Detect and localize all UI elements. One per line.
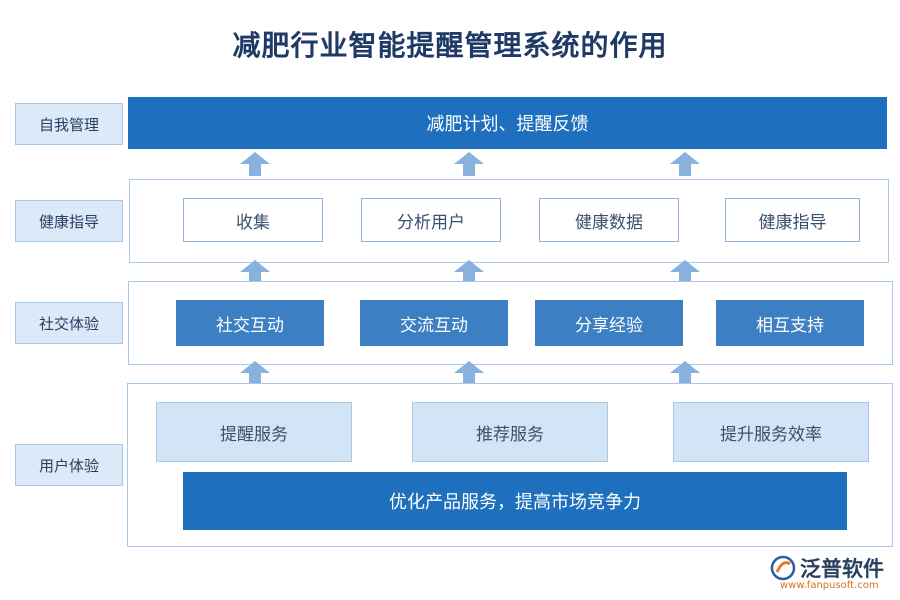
guidance-item-health-guidance: 健康指导	[725, 198, 860, 242]
brand-mark-icon	[770, 555, 796, 581]
brand-url: www.fanpusoft.com	[780, 580, 879, 591]
side-label-user-experience: 用户体验	[15, 444, 123, 486]
social-item-social-interaction: 社交互动	[176, 300, 324, 346]
brand-name: 泛普软件	[800, 557, 884, 581]
guidance-item-health-data: 健康数据	[539, 198, 679, 242]
up-arrow-icon	[454, 152, 484, 176]
diagram-title: 减肥行业智能提醒管理系统的作用	[232, 29, 668, 62]
up-arrow-icon	[454, 260, 484, 284]
up-arrow-icon	[454, 361, 484, 385]
up-arrow-icon	[240, 152, 270, 176]
side-label-self-management: 自我管理	[15, 103, 123, 145]
top-bar-plan-feedback: 减肥计划、提醒反馈	[128, 97, 887, 149]
guidance-item-analyze-users: 分析用户	[361, 198, 501, 242]
guidance-item-collect: 收集	[183, 198, 323, 242]
up-arrow-icon	[240, 361, 270, 385]
social-item-mutual-support: 相互支持	[716, 300, 864, 346]
ux-item-reminder-service: 提醒服务	[156, 402, 352, 462]
ux-item-recommend-service: 推荐服务	[412, 402, 608, 462]
ux-item-improve-efficiency: 提升服务效率	[673, 402, 869, 462]
up-arrow-icon	[670, 361, 700, 385]
up-arrow-icon	[240, 260, 270, 284]
bottom-bar-optimize-products: 优化产品服务，提高市场竞争力	[183, 472, 847, 530]
social-item-share-experience: 分享经验	[535, 300, 683, 346]
side-label-social-experience: 社交体验	[15, 302, 123, 344]
up-arrow-icon	[670, 152, 700, 176]
up-arrow-icon	[670, 260, 700, 284]
brand-logo: 泛普软件	[770, 553, 884, 583]
social-item-communication: 交流互动	[360, 300, 508, 346]
side-label-health-guidance: 健康指导	[15, 200, 123, 242]
